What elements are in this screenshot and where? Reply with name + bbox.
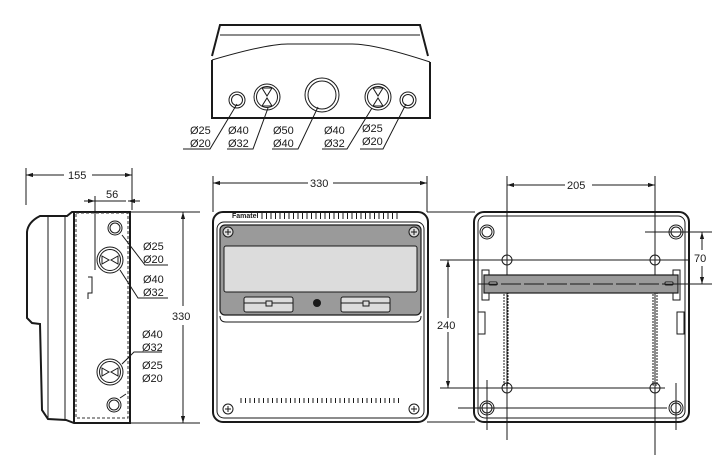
screw-icon xyxy=(222,403,234,415)
vent-slots-bottom xyxy=(240,398,399,403)
top-label-3-inner: Ø40 xyxy=(273,138,294,150)
gland-hole-center xyxy=(304,77,340,113)
top-label-4-outer: Ø40 xyxy=(324,125,345,137)
gland-hole-small-right xyxy=(399,91,417,109)
side-label-4-inner: Ø20 xyxy=(142,373,163,385)
side-view-body xyxy=(26,211,131,424)
top-label-2-outer: Ø40 xyxy=(228,125,249,137)
window-latch-left[interactable] xyxy=(243,296,294,313)
knockout-arrows-icon xyxy=(101,367,119,377)
top-label-1-outer: Ø25 xyxy=(190,125,211,137)
front-width-label: 330 xyxy=(310,178,328,190)
top-view-body xyxy=(211,60,431,119)
knockout-arrows-icon xyxy=(261,87,273,107)
screw-icon xyxy=(408,403,420,415)
vent-slots-top xyxy=(261,213,398,219)
front-panel-window xyxy=(223,245,418,293)
side-knockout-bottom xyxy=(96,358,124,386)
back-rail-offset-label: 70 xyxy=(694,253,706,265)
top-view-lid xyxy=(211,24,429,57)
back-hole-spacing-v-label: 240 xyxy=(437,320,455,332)
back-hole-spacing-h-label: 205 xyxy=(567,180,585,192)
knockout-left xyxy=(253,83,281,111)
window-latch-right[interactable] xyxy=(340,296,391,313)
screw-icon xyxy=(222,226,234,238)
din-clip xyxy=(87,276,93,299)
top-label-2-inner: Ø32 xyxy=(228,138,249,150)
corner-hole xyxy=(479,224,495,240)
side-label-3-outer: Ø40 xyxy=(142,329,163,341)
side-label-1-outer: Ø25 xyxy=(143,241,164,253)
front-view-body xyxy=(212,211,429,423)
knockout-arrows-icon xyxy=(372,87,384,107)
top-view: Ø25 Ø20 Ø40 Ø32 Ø50 Ø40 Ø40 Ø32 Ø25 Ø20 xyxy=(183,24,431,150)
back-view-body xyxy=(473,211,690,423)
side-inner-depth-label: 56 xyxy=(106,189,118,201)
screw-icon xyxy=(408,226,420,238)
side-depth-label: 155 xyxy=(68,170,86,182)
brand-label: Famatel xyxy=(232,213,259,220)
side-label-2-outer: Ø40 xyxy=(143,274,164,286)
top-label-4-inner: Ø32 xyxy=(324,138,345,150)
top-label-5-inner: Ø20 xyxy=(362,136,383,148)
side-label-1-inner: Ø20 xyxy=(143,254,164,266)
side-label-3-inner: Ø32 xyxy=(142,342,163,354)
knockout-right xyxy=(364,83,392,111)
knockout-arrows-icon xyxy=(101,255,119,265)
indicator-hole xyxy=(313,299,321,307)
top-label-5-outer: Ø25 xyxy=(362,123,383,135)
top-label-1-inner: Ø20 xyxy=(190,138,211,150)
gland-hole-small-left xyxy=(228,91,246,109)
side-height-label: 330 xyxy=(172,311,190,323)
top-label-3-outer: Ø50 xyxy=(273,125,294,137)
side-label-4-outer: Ø25 xyxy=(142,360,163,372)
front-view: 330 Famatel xyxy=(212,176,429,423)
side-knockout-top xyxy=(96,246,124,274)
side-label-2-inner: Ø32 xyxy=(143,287,164,299)
back-view: 205 240 70 xyxy=(427,176,712,455)
side-view: 155 56 Ø25 Ø20 Ø40 Ø32 Ø40 xyxy=(25,168,200,424)
